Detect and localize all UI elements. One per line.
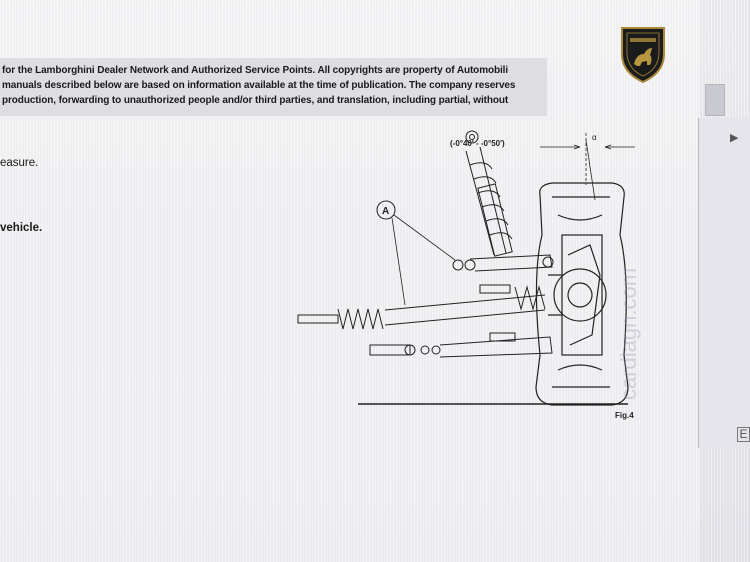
lamborghini-logo: [621, 27, 665, 84]
angle-range-label: (-0°40' - -0°50'): [450, 139, 505, 148]
figure-label: Fig.4: [615, 411, 634, 420]
document-page: for the Lamborghini Dealer Network and A…: [0, 27, 665, 420]
watermark: cardiagn.com: [616, 267, 641, 400]
svg-text:A: A: [382, 206, 389, 217]
text-fragment-vehicle: vehicle.: [0, 222, 43, 234]
drive-shaft: [297, 285, 546, 330]
wheel-assembly: [535, 182, 629, 406]
alpha-dimension: [540, 133, 635, 201]
scrollbar-thumb[interactable]: [705, 84, 725, 116]
document-icon[interactable]: E: [737, 427, 750, 442]
suspension-figure: (-0°40' - -0°50') α A: [297, 130, 635, 420]
copyright-line-2: manuals described below are based on inf…: [2, 80, 516, 91]
copyright-line-3: production, forwarding to unauthorized p…: [2, 95, 509, 106]
expand-arrow-icon[interactable]: ▶: [730, 132, 739, 144]
copyright-notice: for the Lamborghini Dealer Network and A…: [0, 58, 547, 116]
copyright-line-1: for the Lamborghini Dealer Network and A…: [2, 65, 509, 76]
side-panel: [698, 118, 750, 448]
callout-a: A: [376, 200, 456, 306]
alpha-label: α: [592, 133, 597, 142]
upper-wishbone: [452, 254, 554, 294]
lower-wishbone: [369, 332, 553, 358]
shock-absorber: [465, 130, 513, 257]
text-fragment-measure: easure.: [0, 157, 39, 169]
